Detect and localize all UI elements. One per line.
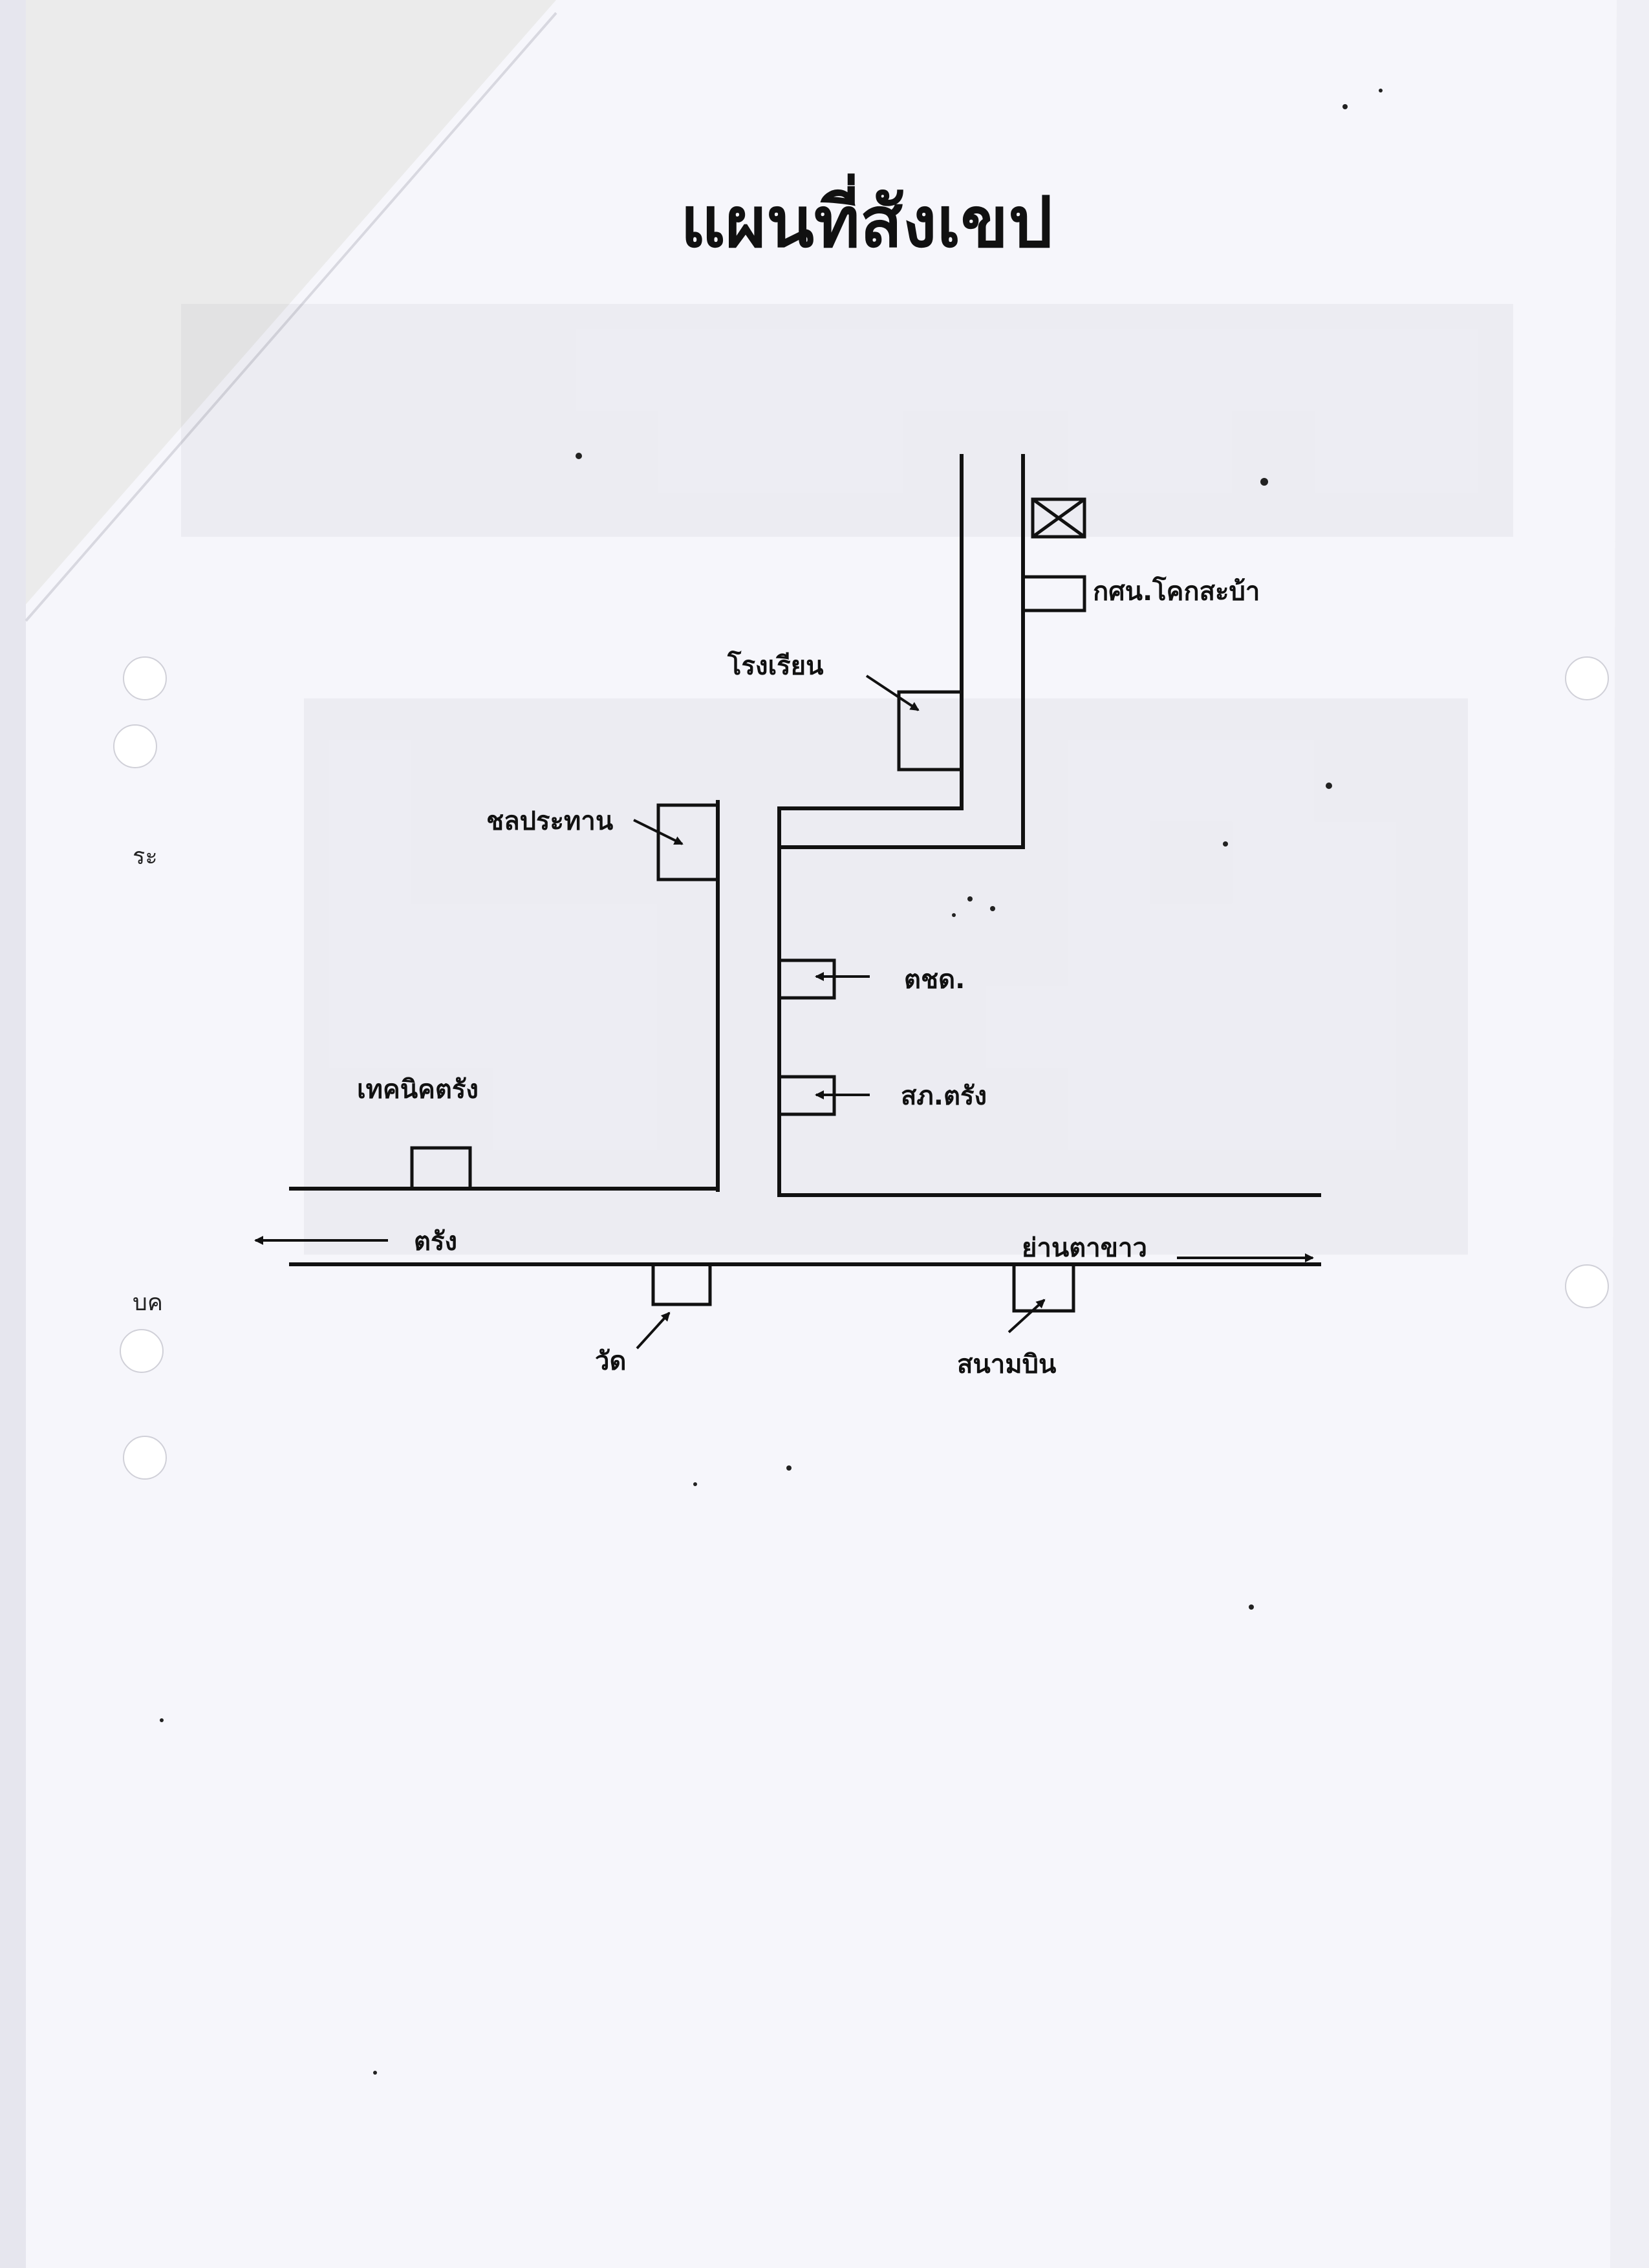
- building-airport: [1012, 1262, 1075, 1313]
- temple-pointer-arrow: [636, 1312, 671, 1350]
- label-school: โรงเรียน: [727, 651, 824, 681]
- label-police-checkpoint: ตชด.: [904, 965, 965, 995]
- label-kson: กศน.โคกสะบ้า: [1093, 577, 1260, 607]
- building-irrigation: [656, 803, 720, 881]
- label-temple: วัด: [595, 1346, 627, 1376]
- binder-hole: [1565, 1264, 1609, 1308]
- building-kson-marker: [1031, 497, 1086, 539]
- show-through-text-block: [304, 698, 1468, 1255]
- show-through-text-block: [181, 304, 1513, 537]
- label-to-yan-ta-khao: ย่านตาขาว: [1022, 1233, 1147, 1263]
- school-pointer-arrow: [865, 675, 920, 711]
- label-irrigation: ชลประทาน: [486, 806, 614, 836]
- binder-hole: [113, 724, 157, 768]
- label-technical-college: เทคนิคตรัง: [357, 1075, 479, 1105]
- margin-fragment: บค: [133, 1290, 163, 1316]
- page-title: แผนที่สังเขป: [680, 182, 1053, 263]
- binder-hole: [123, 1436, 167, 1480]
- binder-hole: [120, 1329, 164, 1373]
- building-kson: [1021, 575, 1086, 612]
- irrigation-pointer-arrow: [633, 819, 684, 845]
- label-police-station: สภ.ตรัง: [901, 1081, 987, 1111]
- airport-pointer-arrow: [1008, 1299, 1046, 1334]
- binder-hole: [1565, 656, 1609, 700]
- label-to-trang: ตรัง: [414, 1227, 457, 1257]
- building-school: [897, 690, 964, 772]
- binder-hole: [123, 656, 167, 700]
- label-airport: สนามบิน: [957, 1350, 1057, 1379]
- margin-fragment: ระ: [133, 843, 158, 870]
- building-temple: [651, 1262, 712, 1306]
- building-police-checkpoint: [777, 958, 836, 1000]
- building-technical-college: [410, 1146, 472, 1191]
